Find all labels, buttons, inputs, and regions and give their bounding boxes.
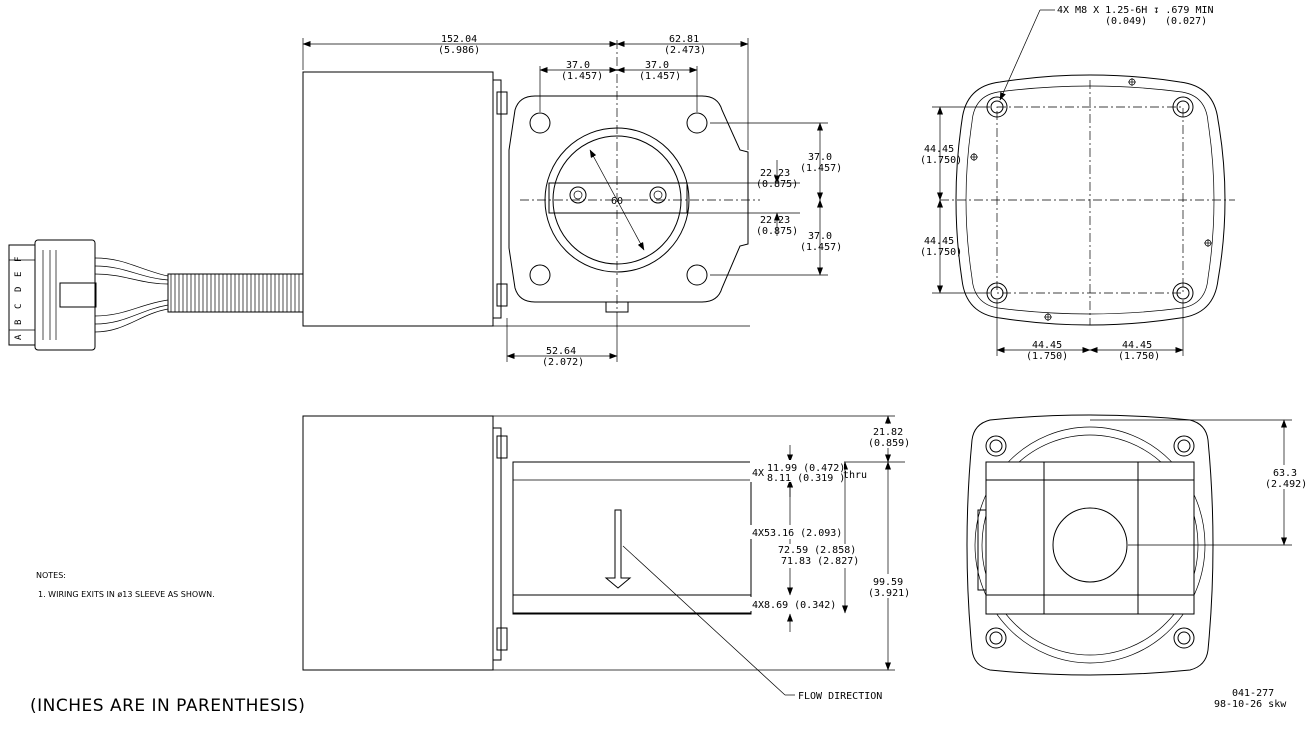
dim-span-b: 71.83 (2.827) (781, 556, 859, 567)
dim-hole-left: 37.0 (566, 60, 590, 71)
dim-offset: 21.82 (873, 427, 903, 438)
thread-callout-line1: 4X M8 X 1.25-6H ↧ .679 MIN (1057, 5, 1214, 16)
dim-end-left: 44.45 (1032, 340, 1062, 351)
top-end-view: 4X M8 X 1.25-6H ↧ .679 MIN (0.049) (0.02… (920, 5, 1235, 362)
dim-v-bot-in: (1.457) (800, 242, 842, 253)
wire-bundle (94, 257, 169, 333)
dim-height-in: (3.921) (868, 588, 910, 599)
dim-right-ext-in: (2.473) (664, 45, 706, 56)
dim-thru-top: 11.99 (0.472) (767, 463, 845, 474)
dim-center-span: 4X53.16 (2.093) (752, 528, 842, 539)
dim-thru-bot: 8.11 (0.319 ) (767, 473, 845, 484)
dim-bottom-hole: 4X8.69 (0.342) (752, 600, 836, 611)
dim-right-height: 63.3 (1273, 468, 1297, 479)
dim-hole-right: 37.0 (645, 60, 669, 71)
pin-label-b: B (14, 320, 24, 325)
pin-label-e: E (14, 272, 24, 277)
notes-item-1: 1. WIRING EXITS IN ø13 SLEEVE AS SHOWN. (38, 590, 215, 599)
dim-right-ext: 62.81 (669, 34, 699, 45)
pin-label-d: D (14, 287, 24, 292)
dim-offset-in: (0.859) (868, 438, 910, 449)
wiring-sleeve (167, 273, 304, 313)
dim-thru-prefix: 4X (752, 468, 764, 479)
valve-flange: 60 (508, 95, 749, 313)
dim-overall-length-in: (5.986) (438, 45, 480, 56)
thread-callout-line2b: (0.027) (1165, 16, 1207, 27)
dim-end-top: 44.45 (924, 144, 954, 155)
dim-half-top: 22.23 (760, 168, 790, 179)
thread-callout-line2a: (0.049) (1105, 16, 1147, 27)
dim-end-right-in: (1.750) (1118, 351, 1160, 362)
dim-v-top-in: (1.457) (800, 163, 842, 174)
dim-bottom-ext-in: (2.072) (542, 357, 584, 368)
dim-end-left-in: (1.750) (1026, 351, 1068, 362)
dim-thru-label: thru (843, 470, 867, 481)
bottom-top-view: 63.3 (2.492) (966, 414, 1310, 676)
dim-half-bot: 22.23 (760, 215, 790, 226)
dim-v-top: 37.0 (808, 152, 832, 163)
motor-body (302, 71, 494, 327)
dim-height: 99.59 (873, 577, 903, 588)
units-note: (INCHES ARE IN PARENTHESIS) (30, 696, 305, 716)
flow-direction-label: FLOW DIRECTION (798, 691, 882, 702)
dim-end-bot-in: (1.750) (920, 247, 962, 258)
notes-title: NOTES: (36, 571, 66, 580)
dim-right-height-in: (2.492) (1265, 479, 1307, 490)
pin-label-a: A (14, 334, 24, 340)
dim-overall-length: 152.04 (441, 34, 477, 45)
dim-hole-left-in: (1.457) (561, 71, 603, 82)
wiring-connector: A B C D E F (8, 239, 97, 351)
drawing-date: 98-10-26 skw (1214, 699, 1287, 710)
dim-bottom-ext: 52.64 (546, 346, 576, 357)
bottom-plan-view: FLOW DIRECTION 4X 11.99 (0.472) 8.11 (0.… (302, 415, 910, 702)
dim-hole-right-in: (1.457) (639, 71, 681, 82)
pin-label-f: F (14, 257, 24, 262)
dim-half-bot-in: (0.875) (756, 226, 798, 237)
dim-v-bot: 37.0 (808, 231, 832, 242)
drawing-number: 041-277 (1232, 688, 1274, 699)
dim-half-top-in: (0.875) (756, 179, 798, 190)
flow-arrow-icon (604, 509, 632, 589)
dim-span-a: 72.59 (2.858) (778, 545, 856, 556)
dim-end-bot: 44.45 (924, 236, 954, 247)
dim-end-right: 44.45 (1122, 340, 1152, 351)
pin-label-c: C (14, 304, 24, 309)
dim-end-top-in: (1.750) (920, 155, 962, 166)
top-side-view: A B C D E F (8, 34, 842, 368)
